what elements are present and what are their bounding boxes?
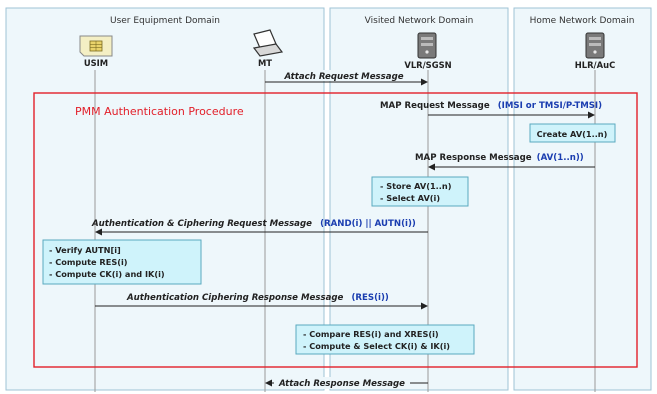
verify-autn-text: - Verify AUTN[i] [49, 245, 121, 255]
auth-request-param: (RAND(i) || AUTN(i)) [320, 219, 416, 229]
map-request-param: (IMSI or TMSI/P-TMSI) [498, 101, 602, 111]
store-select-note [371, 176, 469, 207]
store-av-text: - Store AV(1..n) [380, 181, 452, 191]
map-request-label: MAP Request Message (IMSI or TMSI/P-TMSI… [380, 93, 602, 112]
select-ck-ik-text: - Compute & Select CK(i) & IK(i) [303, 341, 450, 351]
auth-request-text: Authentication & Ciphering Request Messa… [91, 219, 312, 229]
server-icon [417, 32, 437, 59]
pmm-procedure-box [33, 92, 638, 368]
user-equipment-domain-panel [5, 7, 325, 391]
vlr-sgsn-label: VLR/SGSN [404, 60, 451, 70]
compute-res-text: - Compute RES(i) [49, 257, 128, 267]
home-network-domain-title: Home Network Domain [530, 16, 635, 26]
create-av-note [529, 123, 616, 143]
laptop-icon [252, 29, 284, 57]
attach-response-label-bg [274, 377, 410, 389]
usim-card-icon [79, 35, 113, 57]
compute-ck-ik-text: - Compute CK(i) and IK(i) [49, 269, 165, 279]
attach-response-label: Attach Response Message [278, 379, 405, 389]
auth-response-label: Authentication Ciphering Response Messag… [126, 285, 389, 304]
map-response-text: MAP Response Message [415, 153, 532, 163]
user-equipment-domain-title: User Equipment Domain [110, 16, 220, 26]
visited-network-domain-title: Visited Network Domain [365, 16, 474, 26]
attach-request-label: Attach Request Message [283, 72, 403, 82]
create-av-text: Create AV(1..n) [537, 129, 608, 139]
mt-label: MT [258, 58, 272, 68]
map-response-param: (AV(1..n)) [537, 153, 584, 163]
attach-request-label-bg [276, 70, 412, 81]
auth-response-text: Authentication Ciphering Response Messag… [126, 293, 344, 303]
auth-response-param: (RES(i)) [351, 293, 388, 303]
procedure-title: PMM Authentication Procedure [75, 105, 244, 118]
select-av-text: - Select AV(i) [380, 193, 440, 203]
map-response-label: MAP Response Message (AV(1..n)) [415, 145, 584, 164]
auth-request-label: Authentication & Ciphering Request Messa… [91, 211, 416, 230]
server-icon [585, 32, 605, 59]
map-request-text: MAP Request Message [380, 101, 490, 111]
hlr-auc-label: HLR/AuC [575, 60, 615, 70]
compare-res-text: - Compare RES(i) and XRES(i) [303, 329, 439, 339]
home-network-domain-panel [513, 7, 652, 391]
usim-label: USIM [84, 58, 108, 68]
compare-note [295, 324, 475, 355]
verify-note [42, 239, 202, 285]
